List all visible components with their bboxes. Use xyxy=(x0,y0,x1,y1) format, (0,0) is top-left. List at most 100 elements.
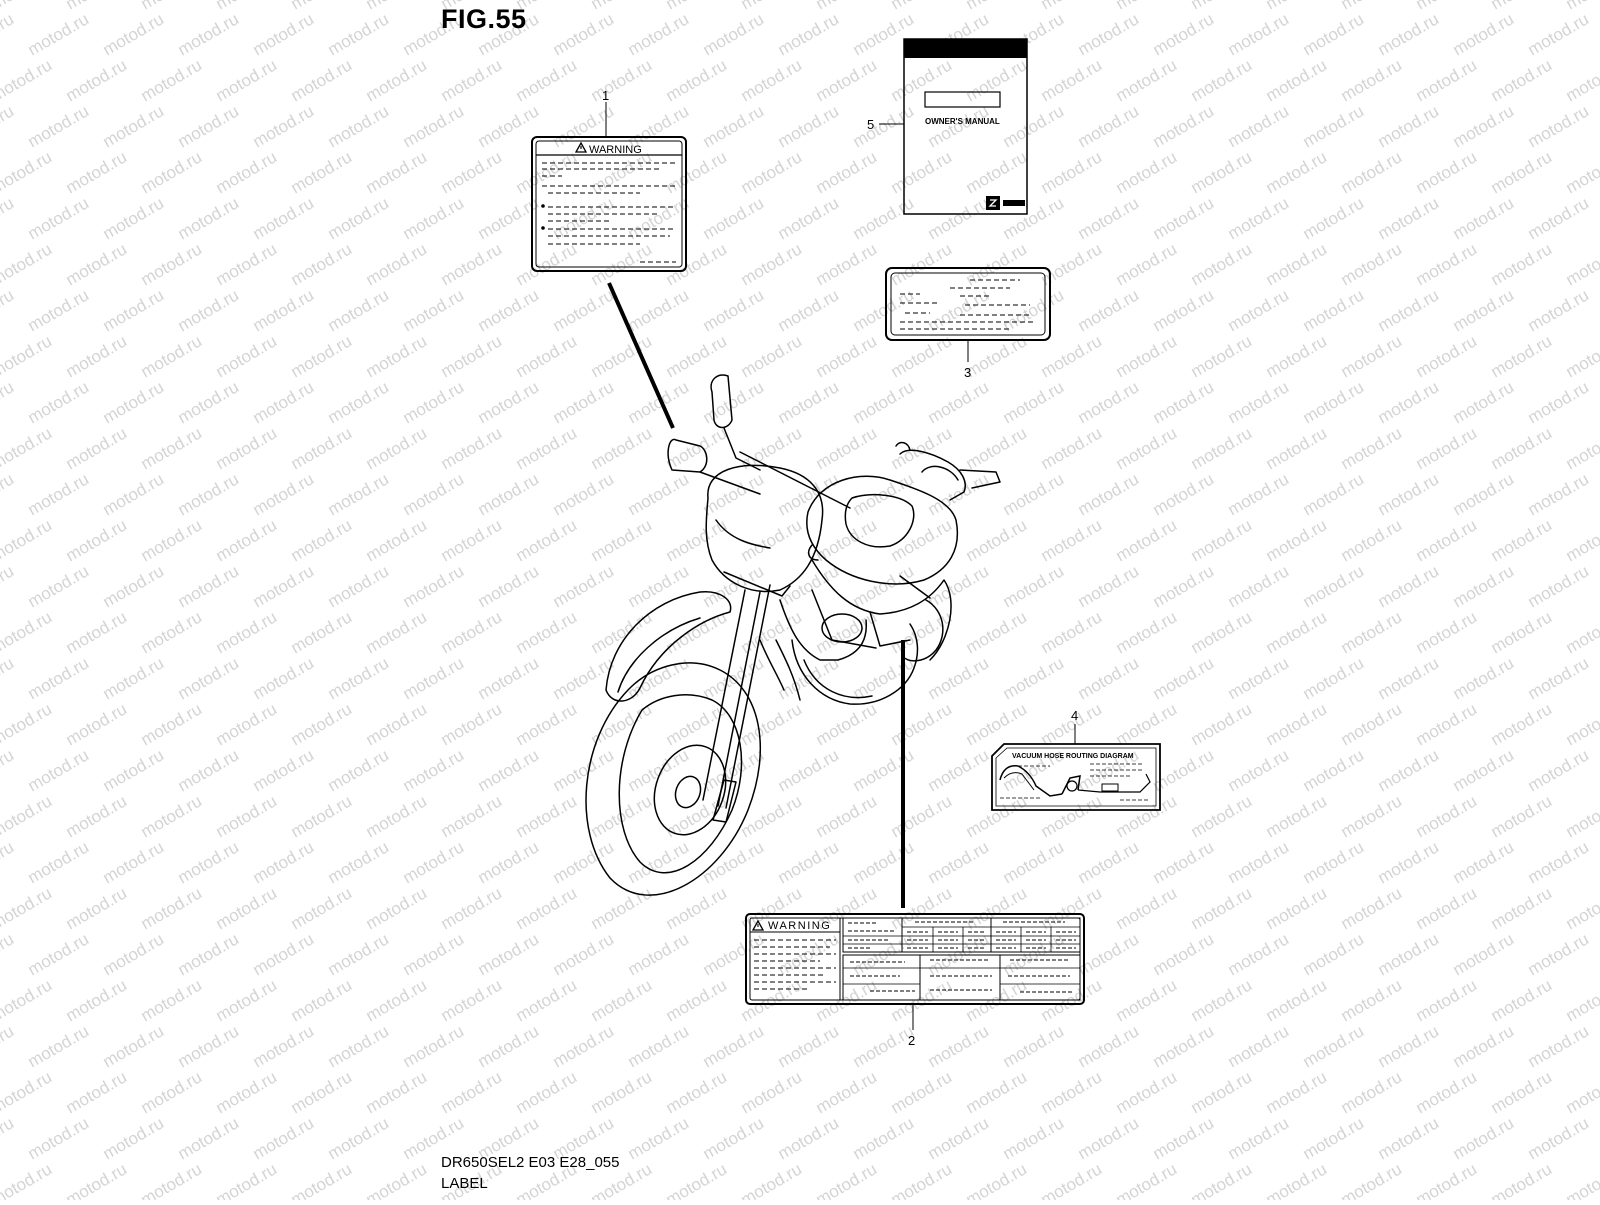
watermark-text: motod.ru xyxy=(0,147,55,197)
watermark-text: motod.ru xyxy=(138,883,206,933)
watermark-text: motod.ru xyxy=(1525,469,1593,519)
watermark-text: motod.ru xyxy=(1075,653,1143,703)
watermark-text: motod.ru xyxy=(963,239,1031,289)
watermark-text: motod.ru xyxy=(175,9,243,59)
watermark-text: motod.ru xyxy=(363,147,431,197)
watermark-text: motod.ru xyxy=(550,9,618,59)
watermark-text: motod.ru xyxy=(1188,55,1256,105)
watermark-text: motod.ru xyxy=(138,147,206,197)
watermark-text: motod.ru xyxy=(0,607,55,657)
watermark-text: motod.ru xyxy=(925,193,993,243)
watermark-text: motod.ru xyxy=(1488,55,1556,105)
watermark-text: motod.ru xyxy=(25,837,93,887)
watermark-text: motod.ru xyxy=(0,929,17,979)
watermark-text: motod.ru xyxy=(888,239,956,289)
watermark-text: motod.ru xyxy=(288,331,356,381)
watermark-text: motod.ru xyxy=(1450,193,1518,243)
watermark-text: motod.ru xyxy=(250,1021,318,1071)
watermark-text: motod.ru xyxy=(1450,101,1518,151)
watermark-text: motod.ru xyxy=(363,55,431,105)
watermark-text: motod.ru xyxy=(1338,883,1406,933)
watermark-text: motod.ru xyxy=(213,147,281,197)
watermark-text: motod.ru xyxy=(250,9,318,59)
watermark-text: motod.ru xyxy=(663,699,731,749)
watermark-text: motod.ru xyxy=(1113,1067,1181,1117)
watermark-text: motod.ru xyxy=(550,929,618,979)
watermark-text: motod.ru xyxy=(700,9,768,59)
watermark-text: motod.ru xyxy=(288,147,356,197)
watermark-text: motod.ru xyxy=(250,653,318,703)
watermark-text: motod.ru xyxy=(550,837,618,887)
watermark-text: motod.ru xyxy=(888,0,956,13)
watermark-text: motod.ru xyxy=(288,515,356,565)
watermark-text: motod.ru xyxy=(400,193,468,243)
watermark-text: motod.ru xyxy=(1188,791,1256,841)
watermark-text: motod.ru xyxy=(288,699,356,749)
watermark-text: motod.ru xyxy=(513,607,581,657)
watermark-text: motod.ru xyxy=(1488,1159,1556,1200)
watermark-text: motod.ru xyxy=(0,1021,17,1071)
watermark-text: motod.ru xyxy=(1263,55,1331,105)
watermark-text: motod.ru xyxy=(25,101,93,151)
watermark-text: motod.ru xyxy=(138,239,206,289)
watermark-text: motod.ru xyxy=(1525,1113,1593,1163)
watermark-text: motod.ru xyxy=(1450,929,1518,979)
watermark-text: motod.ru xyxy=(625,285,693,335)
watermark-text: motod.ru xyxy=(1413,0,1481,13)
watermark-text: motod.ru xyxy=(588,883,656,933)
watermark-text: motod.ru xyxy=(25,745,93,795)
watermark-text: motod.ru xyxy=(288,0,356,13)
watermark-text: motod.ru xyxy=(63,515,131,565)
watermark-text: motod.ru xyxy=(175,193,243,243)
watermark-text: motod.ru xyxy=(1300,377,1368,427)
watermark-text: motod.ru xyxy=(0,837,17,887)
watermark-text: motod.ru xyxy=(1375,745,1443,795)
watermark-text: motod.ru xyxy=(250,469,318,519)
watermark-text: motod.ru xyxy=(888,607,956,657)
watermark-text: motod.ru xyxy=(363,699,431,749)
watermark-text: motod.ru xyxy=(963,515,1031,565)
watermark-text: motod.ru xyxy=(1263,975,1331,1025)
watermark-text: motod.ru xyxy=(1263,0,1331,13)
watermark-text: motod.ru xyxy=(1525,929,1593,979)
watermark-text: motod.ru xyxy=(925,653,993,703)
watermark-text: motod.ru xyxy=(1450,561,1518,611)
watermark-text: motod.ru xyxy=(663,331,731,381)
watermark-text: motod.ru xyxy=(1113,55,1181,105)
watermark-text: motod.ru xyxy=(1338,239,1406,289)
watermark-text: motod.ru xyxy=(1113,1159,1181,1200)
watermark-text: motod.ru xyxy=(1413,791,1481,841)
watermark-text: motod.ru xyxy=(250,837,318,887)
watermark-text: motod.ru xyxy=(1188,1159,1256,1200)
watermark-text: motod.ru xyxy=(363,883,431,933)
watermark-text: motod.ru xyxy=(1300,745,1368,795)
watermark-text: motod.ru xyxy=(325,929,393,979)
warning-label-1-heading: WARNING xyxy=(589,144,642,156)
watermark-text: motod.ru xyxy=(325,469,393,519)
watermark-text: motod.ru xyxy=(0,9,17,59)
watermark-text: motod.ru xyxy=(775,193,843,243)
watermark-text: motod.ru xyxy=(363,791,431,841)
watermark-text: motod.ru xyxy=(1488,423,1556,473)
figure-caption: LABEL xyxy=(441,1175,488,1192)
watermark-text: motod.ru xyxy=(0,791,55,841)
watermark-text: motod.ru xyxy=(963,607,1031,657)
watermark-text: motod.ru xyxy=(1300,101,1368,151)
watermark-text: motod.ru xyxy=(850,837,918,887)
watermark-text: motod.ru xyxy=(588,975,656,1025)
watermark-text: motod.ru xyxy=(738,791,806,841)
watermark-text: motod.ru xyxy=(0,101,17,151)
watermark-text: motod.ru xyxy=(213,0,281,13)
watermark-text: motod.ru xyxy=(325,561,393,611)
watermark-text: motod.ru xyxy=(775,377,843,427)
watermark-text: motod.ru xyxy=(400,653,468,703)
watermark-text: motod.ru xyxy=(550,745,618,795)
watermark-text: motod.ru xyxy=(513,975,581,1025)
watermark-text: motod.ru xyxy=(1038,791,1106,841)
watermark-text: motod.ru xyxy=(63,883,131,933)
watermark-text: motod.ru xyxy=(850,101,918,151)
watermark-text: motod.ru xyxy=(1113,0,1181,13)
watermark-text: motod.ru xyxy=(1413,55,1481,105)
watermark-text: motod.ru xyxy=(1075,193,1143,243)
watermark-text: motod.ru xyxy=(0,423,55,473)
